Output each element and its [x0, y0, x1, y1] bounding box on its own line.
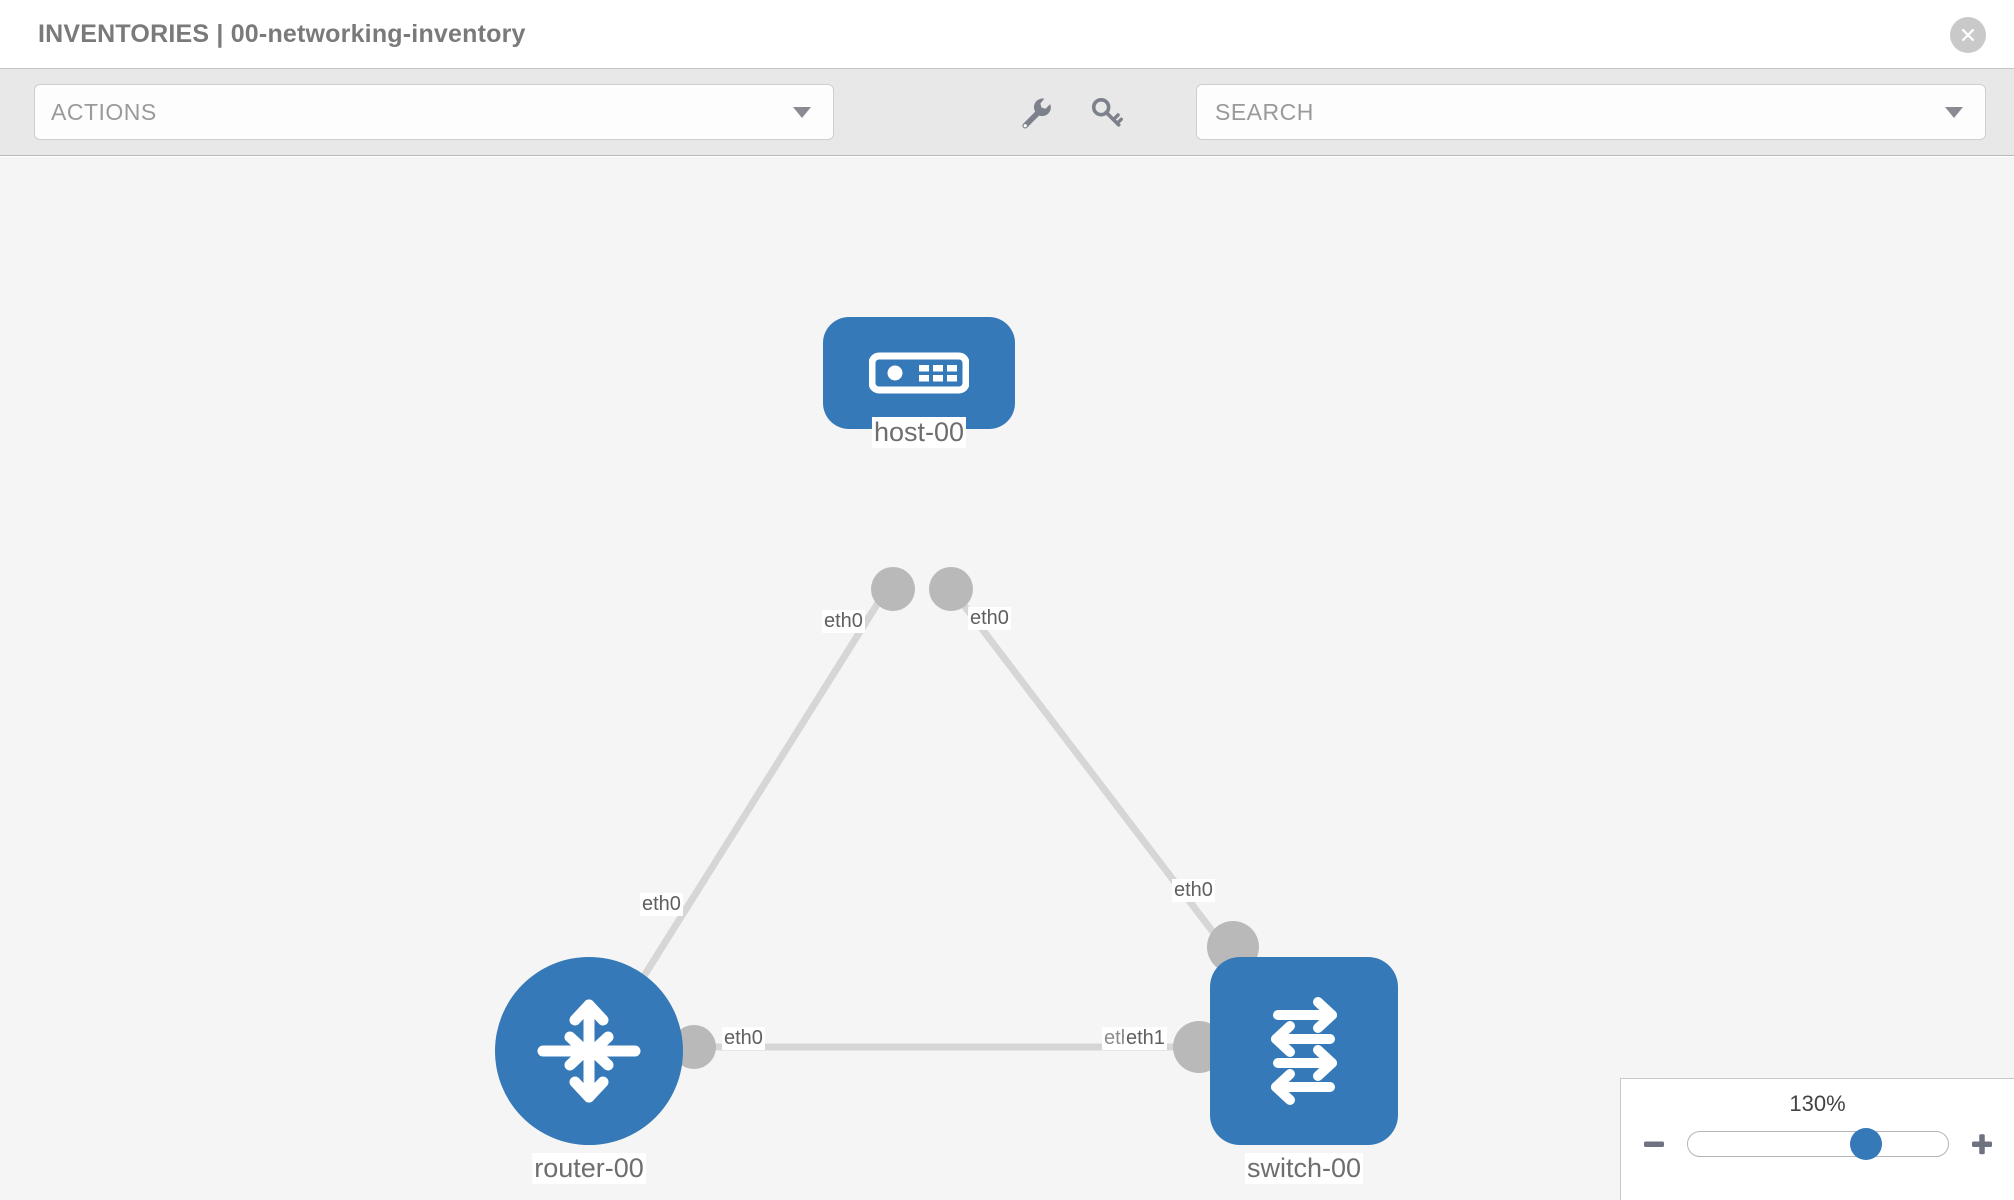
node-label-switch-00: switch-00: [1244, 1153, 1364, 1184]
close-icon[interactable]: [1950, 17, 1986, 53]
port-label-switch-left: eth1: [1124, 1027, 1167, 1050]
router-node-shape: [495, 957, 683, 1145]
wrench-icon[interactable]: [1014, 91, 1056, 133]
search-input[interactable]: [1196, 84, 1986, 140]
zoom-control: 130%: [1620, 1078, 2014, 1200]
topology-links: [609, 567, 1259, 1073]
port-label-host-left: eth0: [822, 610, 865, 633]
plus-icon[interactable]: [1967, 1129, 1997, 1159]
key-icon[interactable]: [1086, 91, 1128, 133]
node-router-00[interactable]: router-00: [495, 957, 683, 1184]
node-host-00[interactable]: host-00: [823, 317, 1015, 448]
node-label-router-00: router-00: [532, 1153, 646, 1184]
page-title: INVENTORIES | 00-networking-inventory: [38, 19, 526, 48]
toolbar: ACTIONS: [0, 68, 2014, 156]
toolbar-icon-group: [1014, 91, 1128, 133]
port-label-router-up: eth0: [640, 893, 683, 916]
node-label-host-00: host-00: [871, 417, 967, 448]
port-label-host-right: eth0: [968, 607, 1011, 630]
port-circle-router-right: [672, 1025, 716, 1069]
link-host-router: [609, 585, 891, 1029]
port-label-router-right: eth0: [722, 1027, 765, 1050]
zoom-slider[interactable]: [1686, 1128, 1949, 1160]
port-circle-host-right: [929, 567, 973, 611]
zoom-slider-row: [1621, 1128, 2014, 1160]
search-chevron-down-icon[interactable]: [1945, 106, 1963, 118]
server-icon: [869, 352, 969, 394]
port-label-switch-up: eth0: [1172, 879, 1215, 902]
switch-node-shape: [1210, 957, 1398, 1145]
zoom-level-value: 130%: [1789, 1091, 1846, 1116]
zoom-slider-thumb[interactable]: [1849, 1128, 1882, 1160]
router-arrows-icon: [537, 999, 641, 1103]
page-header: INVENTORIES | 00-networking-inventory: [0, 0, 2014, 68]
switch-arrows-icon: [1271, 997, 1337, 1105]
chevron-down-icon: [793, 106, 811, 118]
search-field[interactable]: [1213, 97, 1969, 127]
port-circle-host-left: [871, 567, 915, 611]
node-switch-00[interactable]: switch-00: [1210, 957, 1398, 1184]
topology-canvas[interactable]: host-00 eth0 eth0: [0, 157, 2014, 1200]
actions-dropdown[interactable]: ACTIONS: [34, 84, 834, 140]
host-node-shape: [823, 317, 1015, 429]
minus-icon[interactable]: [1639, 1129, 1669, 1159]
actions-dropdown-label: ACTIONS: [51, 98, 157, 125]
